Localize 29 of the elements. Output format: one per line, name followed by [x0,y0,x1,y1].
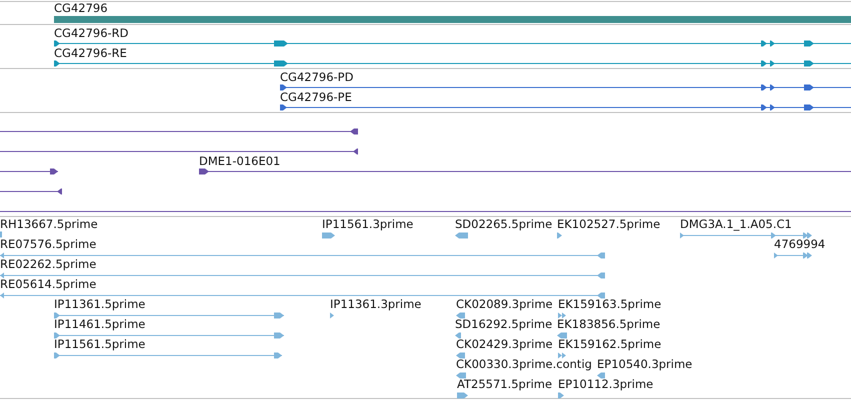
feature-label: EP10112.3prime [558,378,654,391]
feature-label: IP11461.5prime [54,318,146,331]
feature-label: IP11561.3prime [322,218,414,231]
feature-label: CK00330.3prime.contig [456,358,592,371]
feature-label: CG42796-PD [280,71,354,84]
feature-label: CK02429.3prime [456,338,553,351]
feature-label: RE05614.5prime [0,278,96,291]
feature-label: EP10540.3prime [597,358,692,371]
feature-label: EK102527.5prime [557,218,660,231]
feature-label: AT25571.5prime [457,378,552,391]
feature-label: CK02089.3prime [456,298,553,311]
feature-label: CG42796 [54,2,108,15]
feature-label: EK183856.5prime [557,318,660,331]
feature-label: RE02262.5prime [0,258,96,271]
feature-label: SD02265.5prime [455,218,552,231]
feature-label: IP11361.5prime [54,298,146,311]
feature-label: IP11561.5prime [54,338,146,351]
feature-label: EK159163.5prime [558,298,662,311]
feature-label: CG42796-PE [280,91,352,104]
feature-label: IP11361.3prime [330,298,422,311]
feature-label: SD16292.5prime [455,318,552,331]
feature-label: CG42796-RE [54,47,127,60]
feature-label: 4769994 [774,238,826,251]
feature-label: RE07576.5prime [0,238,96,251]
feature-label: CG42796-RD [54,27,129,40]
feature-label: EK159162.5prime [558,338,662,351]
feature-label: RH13667.5prime [0,218,98,231]
feature-label: DMG3A.1_1.A05.C1 [680,218,792,231]
feature-label: DME1-016E01 [199,155,280,168]
